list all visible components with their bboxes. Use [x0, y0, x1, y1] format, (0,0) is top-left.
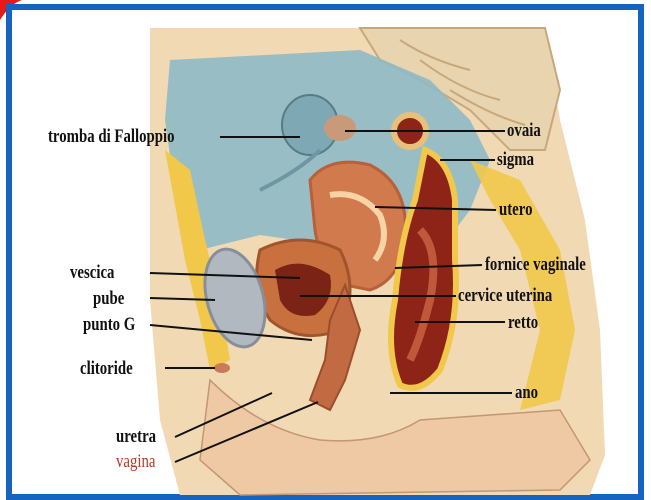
label-vescica: vescica [70, 263, 114, 282]
label-retto: retto [508, 313, 538, 332]
clitoris-shape [214, 363, 230, 373]
label-pube: pube [93, 289, 124, 308]
label-cervice: cervice uterina [458, 286, 552, 305]
label-vagina: vagina [116, 452, 156, 471]
label-punto-g: punto G [83, 315, 135, 334]
label-fornice: fornice vaginale [485, 255, 586, 274]
label-tromba: tromba di Falloppio [48, 127, 175, 146]
label-sigma: sigma [497, 150, 534, 169]
ovary-shape [324, 115, 356, 141]
label-ovaia: ovaia [507, 121, 541, 140]
label-ano: ano [515, 383, 538, 402]
label-uretra: uretra [116, 427, 156, 446]
label-utero: utero [499, 200, 532, 219]
label-clitoride: clitoride [80, 359, 133, 378]
